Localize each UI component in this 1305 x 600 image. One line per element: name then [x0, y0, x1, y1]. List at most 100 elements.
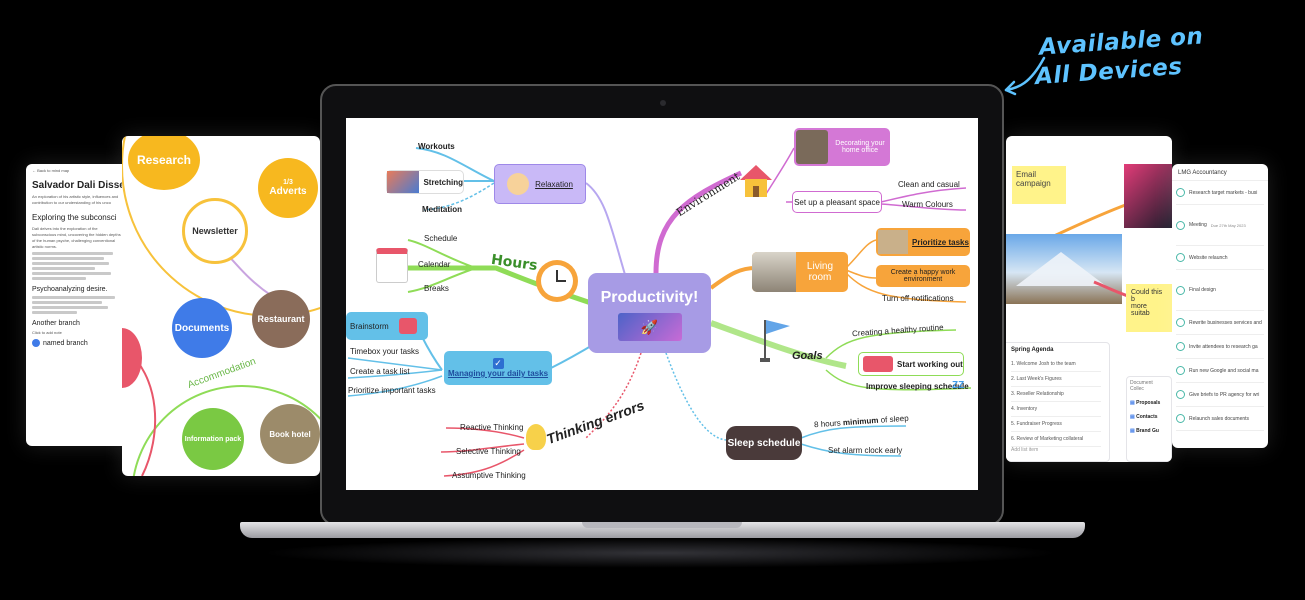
check-circle-icon[interactable]	[1176, 318, 1185, 327]
file-icon: ▤	[1130, 414, 1137, 420]
agenda-item[interactable]: 5. Fundraiser Progress	[1011, 417, 1101, 432]
timebox-node[interactable]: Timebox your tasks	[350, 347, 420, 356]
task-label: Relaunch sales documents	[1189, 415, 1250, 422]
check-circle-icon[interactable]	[1176, 390, 1185, 399]
check-circle-icon[interactable]	[1176, 366, 1185, 375]
another-branch[interactable]: Another branch	[32, 320, 80, 327]
workouts-node[interactable]: Workouts	[418, 142, 455, 151]
improve-sleep-node[interactable]: Improve sleeping schedule	[866, 382, 969, 391]
pleasant-space-node[interactable]: Set up a pleasant space	[792, 191, 882, 213]
task-row[interactable]: Rewrite businesses services and	[1176, 311, 1264, 335]
assumptive-node[interactable]: Assumptive Thinking	[452, 471, 526, 480]
task-row[interactable]: Invite attendees to research ga	[1176, 335, 1264, 359]
document-item[interactable]: ▤ Contacts	[1130, 414, 1158, 420]
laptop-notch	[582, 522, 742, 528]
document-item[interactable]: ▤ Brand Gu	[1130, 428, 1159, 434]
book-hotel-node[interactable]: Book hotel	[260, 404, 320, 464]
information-pack-node[interactable]: Information pack	[182, 408, 244, 470]
mindmap-screen: Productivity! 🚀 Relaxation Workouts Stre…	[346, 118, 978, 490]
stretching-node[interactable]: Stretching	[386, 170, 464, 194]
house-icon	[738, 162, 774, 198]
happy-work-node[interactable]: Create a happy work environment	[876, 265, 970, 287]
office-image	[796, 130, 828, 164]
branch-icon	[32, 339, 40, 347]
tasklist-node[interactable]: Create a task list	[350, 367, 410, 376]
named-branch[interactable]: named branch	[43, 339, 88, 347]
meditation-node[interactable]: Meditation	[422, 205, 462, 214]
pink-node[interactable]	[122, 328, 142, 388]
schedule-node[interactable]: Schedule	[424, 234, 458, 243]
clean-casual-node[interactable]: Clean and casual	[898, 180, 960, 189]
document-panel: ← Back to mind map Salvador Dali Dissert…	[26, 164, 128, 446]
red-arrow-icon	[1093, 280, 1129, 298]
check-circle-icon[interactable]	[1176, 188, 1185, 197]
start-working-out-node[interactable]: Start working out	[858, 352, 964, 376]
prioritize-important-node[interactable]: Prioritize important tasks	[348, 386, 436, 395]
dumbbell-image	[863, 356, 893, 372]
research-node[interactable]: Research	[128, 136, 200, 190]
living-room-node[interactable]: Living room	[752, 252, 848, 292]
document-collection[interactable]: Document Collec ▤ Proposals▤ Contacts▤ B…	[1126, 376, 1172, 462]
doc-paragraph: Dali delves into the exploration of the …	[32, 226, 121, 249]
agenda-item[interactable]: 4. Inventory	[1011, 402, 1101, 417]
task-row[interactable]: Website relaunch	[1176, 246, 1264, 270]
document-item[interactable]: ▤ Proposals	[1130, 400, 1161, 406]
check-circle-icon[interactable]	[1176, 285, 1185, 295]
calendar-icon	[376, 248, 408, 283]
add-list-item[interactable]: Add list item	[1011, 447, 1039, 453]
task-row[interactable]: Research target markets - busi	[1176, 181, 1264, 205]
restaurant-node[interactable]: Restaurant	[252, 290, 310, 348]
task-label: Run new Google and social ma	[1189, 367, 1259, 374]
decorating-node[interactable]: Decorating your home office	[794, 128, 890, 166]
brainstorm-node[interactable]: Brainstorm	[346, 312, 428, 340]
check-circle-icon[interactable]	[1176, 253, 1185, 262]
agenda-item[interactable]: 3. Reseller Relationship	[1011, 387, 1101, 402]
task-row[interactable]: Run new Google and social ma	[1176, 359, 1264, 383]
task-label: Meeting	[1189, 222, 1207, 228]
agenda-item[interactable]: 2. Last Week's Figures	[1011, 372, 1101, 387]
agenda-item[interactable]: 6. Review of Marketing collateral	[1011, 432, 1101, 447]
central-node[interactable]: Productivity! 🚀	[588, 273, 711, 353]
task-row[interactable]: Relaunch sales documents	[1176, 407, 1264, 431]
notifications-node[interactable]: Turn off notifications	[882, 294, 954, 303]
stretching-image	[387, 171, 420, 193]
prioritize-tasks-node[interactable]: Prioritize tasks	[876, 228, 970, 256]
reactive-node[interactable]: Reactive Thinking	[460, 423, 524, 432]
check-circle-icon[interactable]	[1176, 220, 1185, 230]
doc-subtitle: Exploring the subconsci	[32, 213, 117, 222]
goals-label[interactable]: Goals	[792, 350, 823, 362]
relaxation-node[interactable]: Relaxation	[494, 164, 586, 204]
breaks-node[interactable]: Breaks	[424, 284, 449, 293]
laptop-base	[240, 522, 1085, 538]
add-note-hint[interactable]: Click to add note	[32, 330, 62, 335]
back-link[interactable]: ← Back to mind map	[32, 168, 70, 173]
toolbox-icon	[398, 318, 417, 334]
agenda-item[interactable]: 1. Welcome Josh to the team	[1011, 357, 1101, 372]
check-circle-icon[interactable]	[1176, 342, 1185, 351]
camera-dot	[660, 100, 666, 106]
email-campaign-note[interactable]: Email campaign	[1012, 166, 1066, 204]
warm-colours-node[interactable]: Warm Colours	[902, 200, 953, 209]
selective-node[interactable]: Selective Thinking	[456, 447, 521, 456]
calendar-node[interactable]: Calendar	[418, 260, 451, 269]
task-row[interactable]: Final design	[1176, 270, 1264, 311]
doc-heading2: Psychoanalyzing desire.	[32, 286, 108, 293]
living-room-image	[752, 252, 796, 292]
available-tagline: Available on All Devices	[1034, 22, 1206, 91]
alarm-node[interactable]: Set alarm clock early	[828, 446, 903, 455]
task-row[interactable]: Give briefs to PR agency for wri	[1176, 383, 1264, 407]
check-circle-icon[interactable]	[1176, 414, 1185, 423]
sleep-schedule-node[interactable]: Sleep schedule	[726, 426, 802, 460]
agenda-card[interactable]: Spring Agenda 1. Welcome Josh to the tea…	[1006, 342, 1110, 462]
notebook-image	[878, 230, 908, 254]
documents-node[interactable]: Documents	[172, 298, 232, 358]
newsletter-node[interactable]: Newsletter	[182, 198, 248, 264]
sleep-zz-icon: ZZ	[952, 380, 965, 391]
managing-node[interactable]: ✓ Managing your daily tasks	[444, 351, 552, 385]
checkbox-icon: ✓	[492, 358, 504, 369]
